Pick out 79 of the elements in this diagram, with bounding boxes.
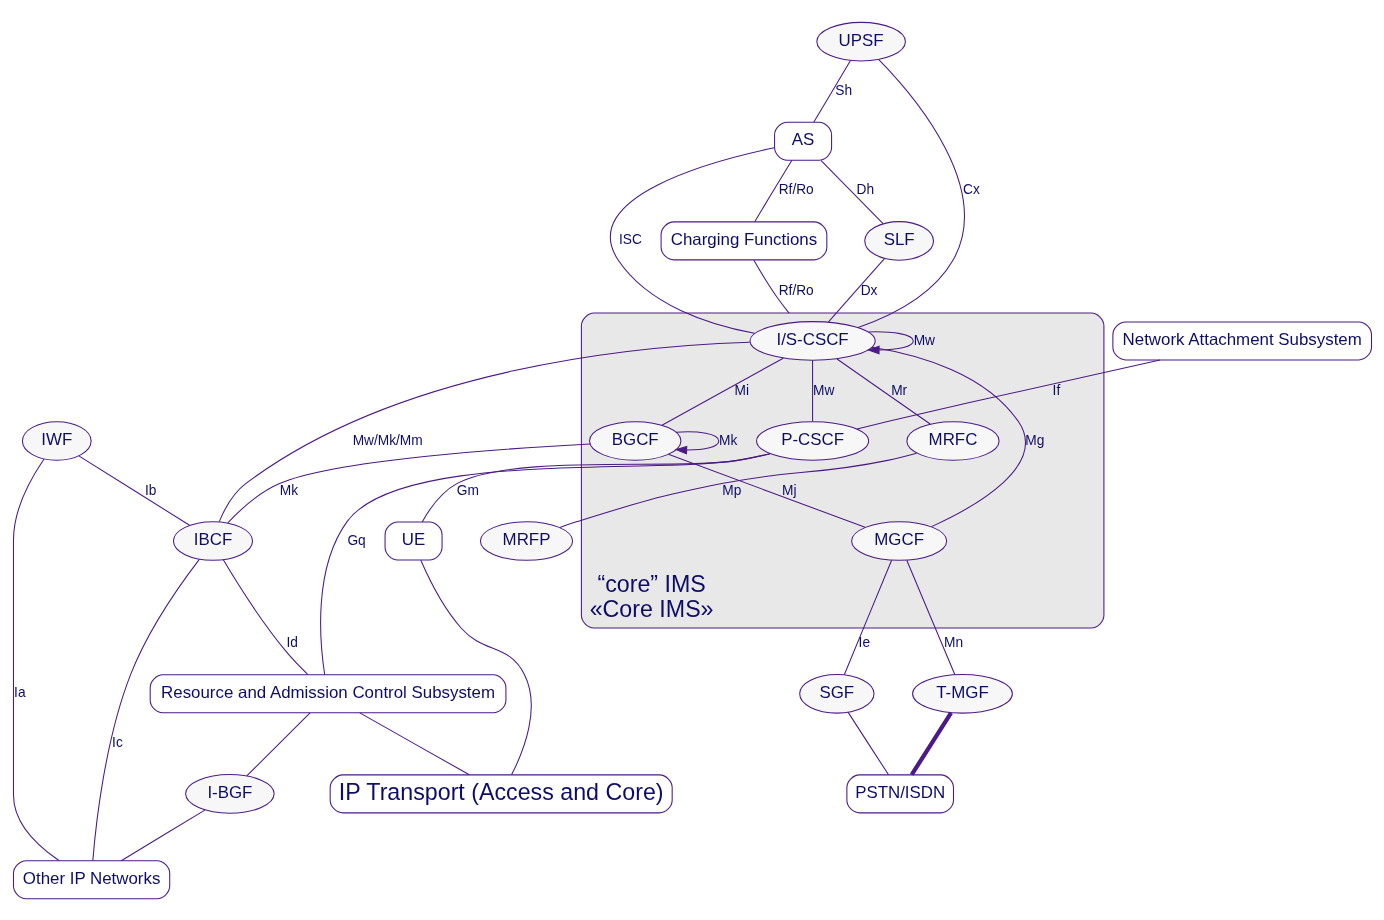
connector [820,159,884,224]
node-ellipse: IWF [21,420,92,461]
connector [905,559,955,675]
node-box: UE [384,521,443,561]
edge-label: Ic [111,734,123,750]
connector [421,452,771,522]
edge-label: Mi [734,382,749,398]
edge-label: Mk [279,482,298,498]
edge-label: Mn [943,634,963,650]
node-box: IP Transport (Access and Core) [329,773,673,813]
edge-label: Sh [834,82,852,98]
edge-label: Mp [721,482,741,498]
edge-label: Cx [962,181,980,197]
node-ellipse: T-MGF [911,673,1013,714]
node-box: PSTN/ISDN [845,773,954,813]
node-ellipse: I/S-CSCF [748,320,876,361]
edge-label: Ib [144,482,156,498]
edge-label: If [1052,382,1060,398]
connector [226,443,591,523]
edge-label: Id [285,634,298,650]
node-box: AS [773,121,832,161]
connector [811,359,813,422]
connector [752,259,790,314]
arrow [866,330,914,354]
node-ellipse: P-CSCF [755,420,869,461]
node-box: Resource and Admission Control Subsystem [149,673,506,713]
node-ellipse: IBCF [172,520,253,561]
node-ellipse: BGCF [588,420,681,461]
connector [836,358,931,425]
connector [843,559,892,675]
edge-label: ISC [618,231,642,247]
connector [91,558,200,861]
node-box: Charging Functions [660,220,827,260]
connector [609,146,775,334]
edge-label: Mk [718,432,737,448]
connector [855,358,1161,429]
connector [77,454,190,526]
connector [12,458,59,861]
edge-label: Gm [456,482,479,498]
connector [847,711,889,775]
edge-label: Mw/Mk/Mm [352,432,423,448]
edge-label: Mw [812,382,834,398]
connector [753,159,792,222]
connector [667,453,866,528]
connector [660,357,784,426]
node-ellipse: MRFP [479,520,573,561]
node-ellipse: SGF [798,673,875,714]
connector [558,452,917,528]
node-ellipse: MGCF [850,520,947,561]
node-ellipse: MRFC [905,420,1000,461]
connector [871,346,1026,527]
edge-label: Gq [346,532,366,548]
connector [812,59,851,123]
edge-label: Mg [1024,432,1044,448]
edge-label: Dh [856,181,874,197]
arrow [673,430,719,455]
connector [319,452,771,675]
node-box: Network Attachment Subsystem [1111,320,1372,360]
connector [245,711,311,776]
connector [827,257,885,322]
edge-label: Ia [13,684,26,700]
node-ellipse: UPSF [815,21,906,61]
edge-label: Mj [781,482,797,498]
connector [857,58,965,328]
edge-label: Ie [858,634,870,650]
edge-label: Rf/Ro [778,181,814,197]
edge-label: Rf/Ro [778,282,814,297]
edge-label: Mw [913,332,935,348]
connector [358,711,470,775]
connector [419,559,532,775]
node-ellipse: SLF [863,220,934,261]
edge-label: Dx [860,282,877,297]
connector [909,711,953,776]
edge-label: Mr [890,382,907,398]
connector [120,809,205,861]
connector [222,558,308,675]
node-box: Other IP Networks [12,859,170,899]
node-ellipse: I-BGF [184,773,275,814]
connector [218,341,750,522]
